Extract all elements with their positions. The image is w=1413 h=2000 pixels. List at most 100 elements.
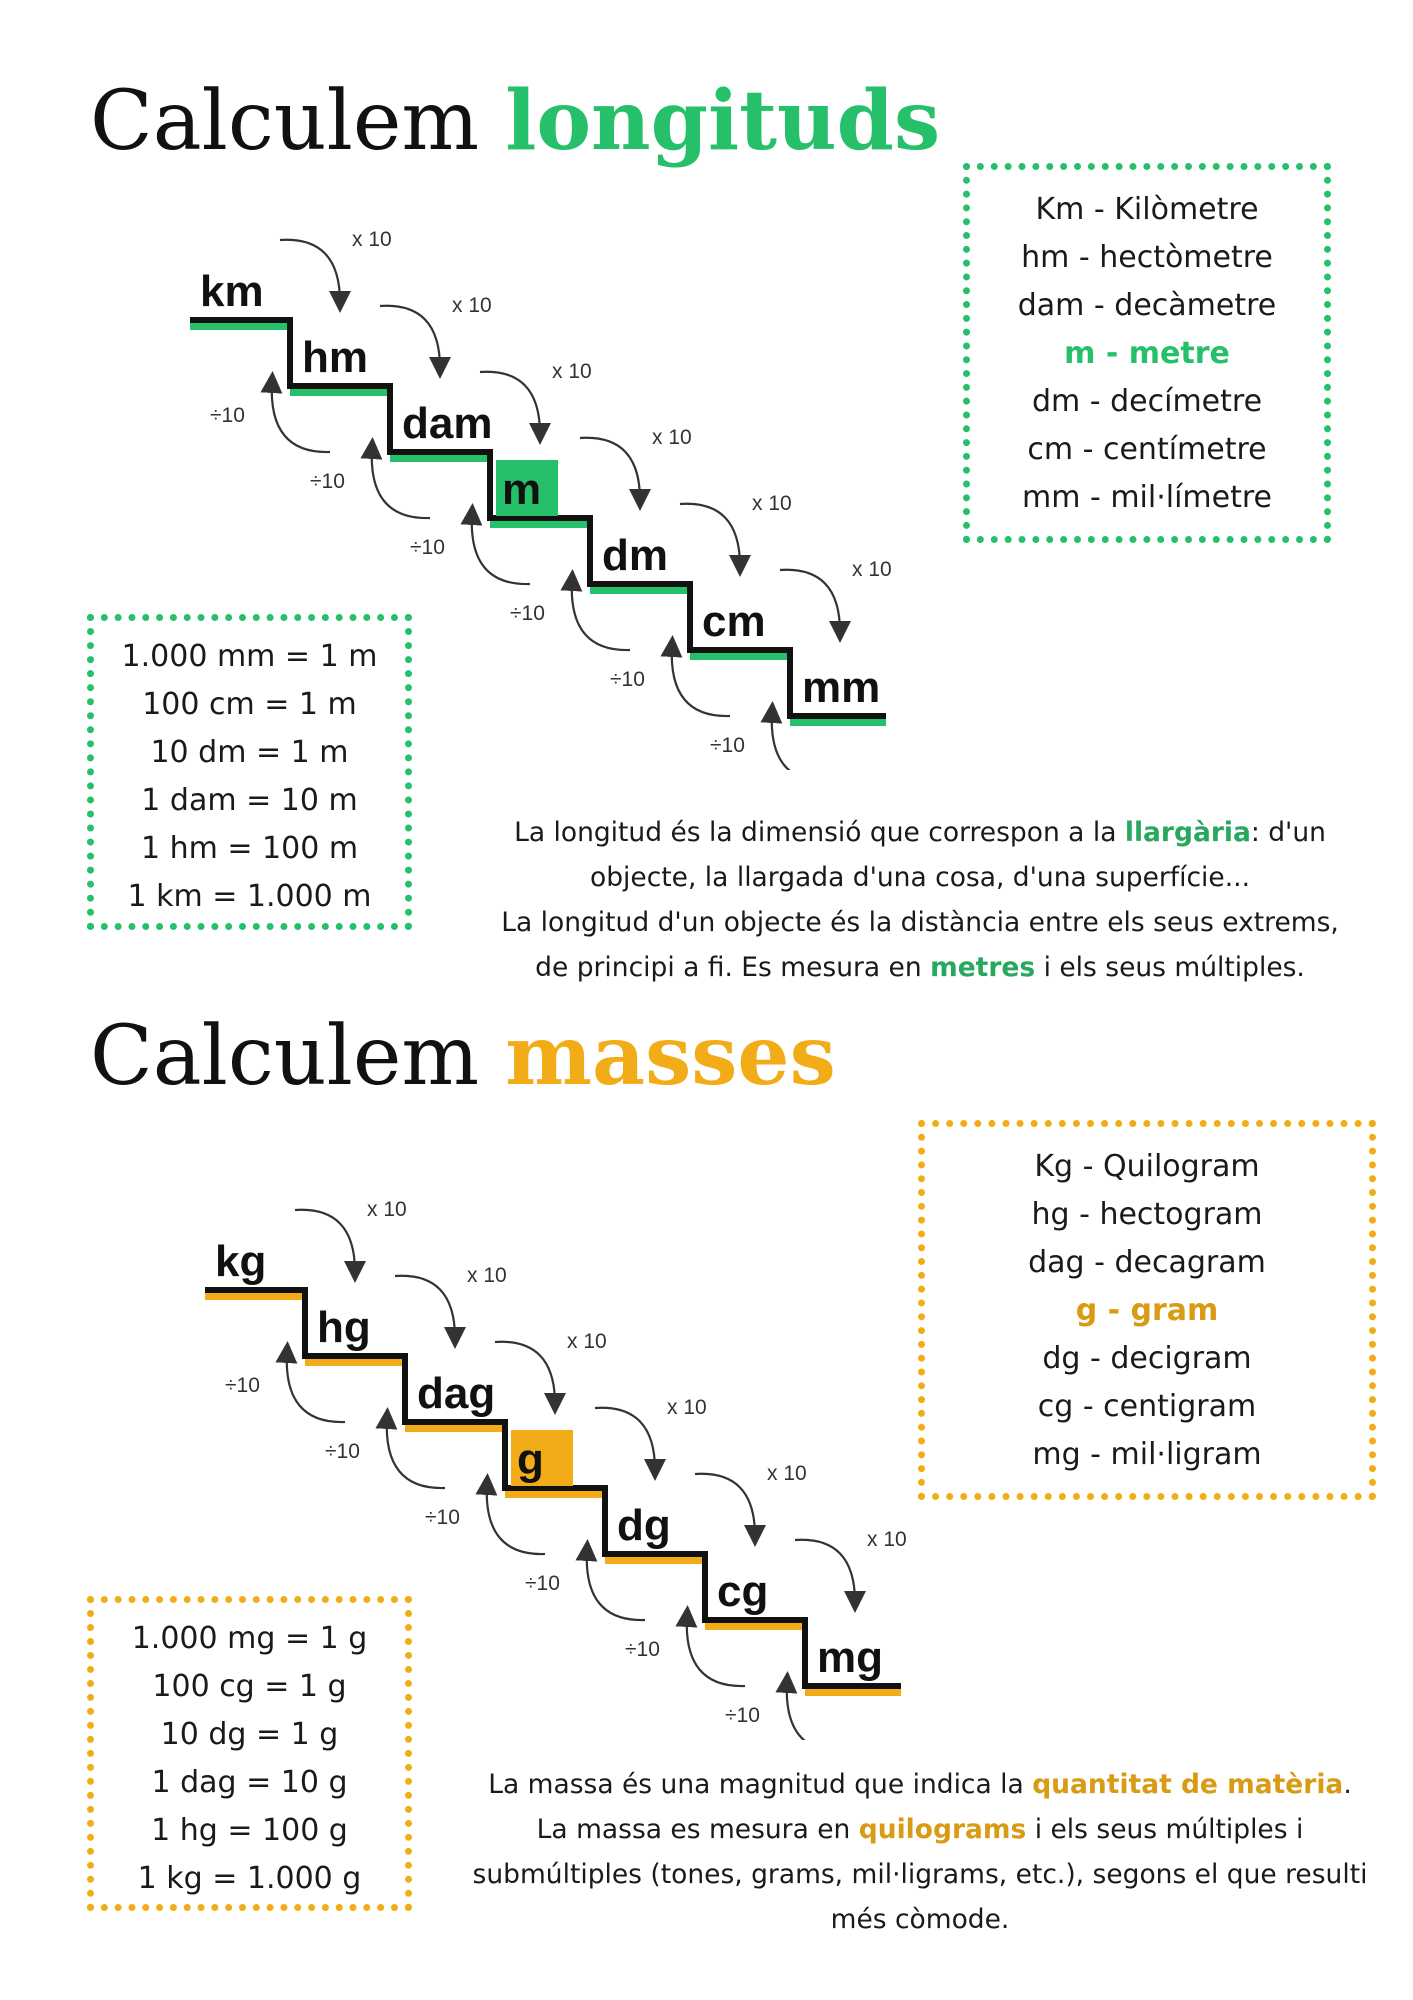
mass-multiply-label-2: x 10 [567, 1330, 607, 1353]
mass-p-l2c: i els seus múltiples i [1026, 1814, 1304, 1845]
length-eq-0: 1.000 mm = 1 m [121, 639, 378, 674]
length-unit-km: km [200, 267, 264, 316]
mass-units-names-box: Kg - Quilogram hg - hectogram dag - deca… [918, 1120, 1376, 1500]
length-units-names-box: Km - Kilòmetre hm - hectòmetre dam - dec… [963, 163, 1331, 543]
mass-unit-dg: dg [617, 1501, 671, 1550]
length-tread-highlight-3 [490, 521, 590, 528]
mass-tread-highlight-6 [805, 1689, 901, 1696]
mass-name-2: dag - decagram [1028, 1245, 1266, 1280]
length-divide-label-2: ÷10 [410, 536, 445, 559]
length-base-unit-highlight [496, 460, 558, 516]
mass-divide-label-1: ÷10 [325, 1440, 360, 1463]
length-unit-dam: dam [402, 399, 492, 448]
length-name-3: m - metre [1064, 336, 1230, 371]
length-tread-highlight-1 [290, 389, 390, 396]
length-divide-label-1: ÷10 [310, 470, 345, 493]
length-name-4: dm - decímetre [1031, 384, 1263, 419]
mass-tread-highlight-4 [605, 1557, 705, 1564]
mass-eq-1: 100 cg = 1 g [152, 1669, 347, 1704]
mass-p-l4: més còmode. [830, 1904, 1010, 1935]
length-divide-label-3: ÷10 [510, 602, 545, 625]
mass-multiply-arrow-5 [794, 1538, 866, 1613]
length-unit-m: m [502, 465, 541, 514]
length-multiply-arrow-1 [379, 304, 451, 379]
mass-name-1: hg - hectogram [1031, 1197, 1263, 1232]
mass-p-l1c: . [1343, 1769, 1352, 1800]
length-eq-4: 1 hm = 100 m [140, 831, 359, 866]
length-multiply-label-4: x 10 [752, 492, 792, 515]
length-divide-arrow-0 [260, 371, 331, 454]
length-divide-arrow-5 [760, 701, 791, 770]
length-name-6: mm - mil·límetre [1021, 480, 1273, 515]
mass-divide-arrow-5 [775, 1671, 806, 1740]
mass-multiply-arrow-4 [694, 1472, 766, 1547]
length-title-highlight: longituds [505, 73, 941, 169]
mass-tread-highlight-5 [705, 1623, 805, 1630]
mass-unit-kg: kg [215, 1237, 266, 1286]
length-multiply-label-0: x 10 [352, 228, 392, 251]
mass-divide-arrow-3 [575, 1539, 646, 1622]
length-multiply-arrow-3 [579, 436, 651, 511]
mass-title-highlight: masses [505, 1008, 836, 1104]
mass-divide-label-3: ÷10 [525, 1572, 560, 1595]
length-title-prefix: Calculem [90, 74, 480, 169]
length-title: Calculem longituds [90, 80, 940, 163]
length-tread-highlight-0 [190, 323, 290, 330]
length-multiply-arrow-5 [779, 568, 851, 643]
mass-eq-4: 1 hg = 100 g [151, 1813, 348, 1848]
mass-tread-highlight-0 [205, 1293, 305, 1300]
length-divide-label-0: ÷10 [210, 404, 245, 427]
length-unit-dm: dm [602, 531, 668, 580]
mass-stair-outline [205, 1287, 901, 1689]
length-tread-highlight-2 [390, 455, 490, 462]
mass-p-l1a: La massa és una magnitud que indica la [488, 1769, 1033, 1800]
mass-name-6: mg - mil·ligram [1032, 1437, 1262, 1472]
mass-unit-dag: dag [417, 1369, 495, 1418]
mass-unit-mg: mg [817, 1633, 883, 1682]
mass-p-l3: submúltiples (tones, grams, mil·ligrams,… [472, 1859, 1368, 1890]
length-p-l1a: La longitud és la dimensió que correspon… [514, 817, 1125, 848]
mass-multiply-label-5: x 10 [867, 1528, 907, 1551]
mass-eq-3: 1 dag = 10 g [151, 1765, 348, 1800]
length-p-kw2: metres [930, 952, 1036, 983]
mass-name-3: g - gram [1075, 1293, 1219, 1328]
length-p-l2: objecte, la llargada d'una cosa, d'una s… [590, 862, 1250, 893]
mass-divide-label-0: ÷10 [225, 1374, 260, 1397]
mass-divide-label-4: ÷10 [625, 1638, 660, 1661]
mass-tread-highlight-1 [305, 1359, 405, 1366]
mass-title-prefix: Calculem [90, 1009, 480, 1104]
length-name-2: dam - decàmetre [1017, 288, 1277, 323]
length-p-l4a: de principi a fi. Es mesura en [535, 952, 931, 983]
length-divide-arrow-3 [560, 569, 631, 652]
mass-multiply-arrow-3 [594, 1406, 666, 1481]
mass-tread-highlight-2 [405, 1425, 505, 1432]
length-name-1: hm - hectòmetre [1021, 240, 1273, 275]
mass-unit-hg: hg [317, 1303, 371, 1352]
length-tread-highlight-5 [690, 653, 790, 660]
mass-eq-0: 1.000 mg = 1 g [131, 1621, 368, 1656]
mass-name-5: cg - centigram [1037, 1389, 1257, 1424]
length-divide-label-5: ÷10 [710, 734, 745, 757]
mass-multiply-arrow-1 [394, 1274, 466, 1349]
mass-multiply-arrow-0 [294, 1208, 366, 1283]
length-multiply-label-1: x 10 [452, 294, 492, 317]
length-divide-arrow-4 [660, 635, 731, 718]
length-name-0: Km - Kilòmetre [1035, 192, 1259, 227]
length-eq-5: 1 km = 1.000 m [127, 879, 372, 914]
mass-divide-arrow-2 [475, 1473, 546, 1556]
mass-divide-arrow-0 [275, 1341, 346, 1424]
mass-p-kw1: quantitat de matèria [1032, 1769, 1344, 1800]
mass-equivalences-box: 1.000 mg = 1 g 100 cg = 1 g 10 dg = 1 g … [87, 1596, 412, 1911]
mass-multiply-label-4: x 10 [767, 1462, 807, 1485]
length-name-5: cm - centímetre [1027, 432, 1267, 467]
mass-divide-label-2: ÷10 [425, 1506, 460, 1529]
length-eq-1: 100 cm = 1 m [142, 687, 357, 722]
length-p-l1c: : d'un [1250, 817, 1326, 848]
mass-eq-5: 1 kg = 1.000 g [137, 1861, 362, 1896]
length-eq-3: 1 dam = 10 m [141, 783, 358, 818]
mass-tread-highlight-3 [505, 1491, 605, 1498]
length-stair-outline [190, 317, 886, 719]
mass-name-0: Kg - Quilogram [1034, 1149, 1260, 1184]
